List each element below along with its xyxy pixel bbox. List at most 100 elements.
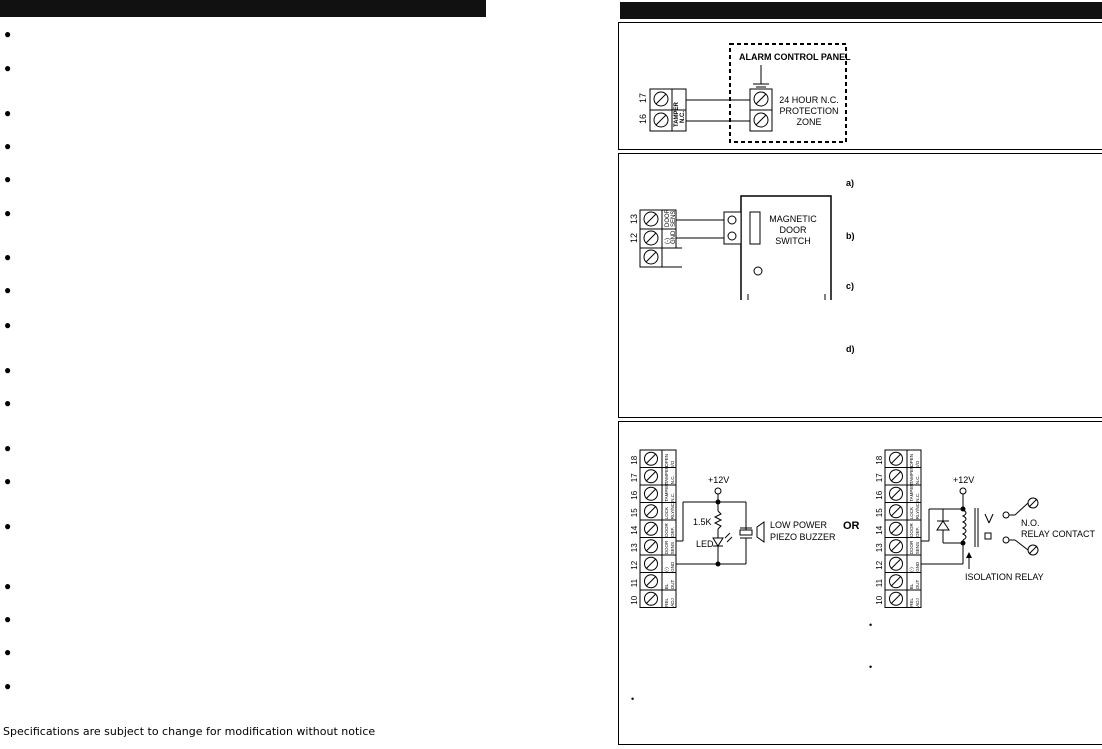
tamper-label: TAMPER bbox=[674, 101, 680, 127]
step-d: d) bbox=[846, 344, 855, 354]
bullet: ● bbox=[4, 206, 12, 220]
term-label: N.C. bbox=[670, 493, 675, 502]
relay-contact-line-2: RELAY CONTACT bbox=[1021, 529, 1096, 539]
door-sensor-diagram: 13 12 DOOR SENS (-) GND MAGNETIC DOOR SW… bbox=[618, 153, 1102, 418]
term-num: 16 bbox=[630, 490, 639, 499]
step-b: b) bbox=[846, 231, 855, 241]
minus-label: (-) bbox=[665, 238, 671, 244]
term-num: 10 bbox=[875, 595, 884, 604]
term-num: 17 bbox=[875, 473, 884, 482]
term-label: (-) bbox=[909, 567, 914, 572]
bullet: ● bbox=[4, 645, 12, 659]
term-label: TAMPER bbox=[909, 465, 914, 484]
bullet: ● bbox=[4, 318, 12, 332]
zone-line-1: 24 HOUR N.C. bbox=[779, 95, 839, 105]
led-label: LED bbox=[696, 539, 714, 549]
term-label: (-) bbox=[664, 567, 669, 572]
term-num: 15 bbox=[875, 508, 884, 517]
right-header-bar bbox=[620, 2, 1102, 19]
bullet: ● bbox=[4, 27, 12, 41]
bullet: ● bbox=[4, 283, 12, 297]
term-label: REL bbox=[664, 597, 669, 606]
v12-label: +12V bbox=[708, 475, 729, 485]
zone-line-3: ZONE bbox=[796, 117, 821, 127]
bullet: ● bbox=[4, 519, 12, 533]
term-num: 12 bbox=[630, 560, 639, 569]
bullet-small: • bbox=[631, 694, 635, 704]
switch-line-1: MAGNETIC bbox=[769, 214, 817, 224]
term-num: 18 bbox=[630, 455, 639, 464]
term-num: 13 bbox=[630, 543, 639, 552]
term-num: 18 bbox=[875, 455, 884, 464]
alarm-panel-box bbox=[729, 43, 847, 143]
term-label: TAMPER bbox=[664, 483, 669, 502]
term-label: ADJ bbox=[915, 598, 920, 607]
term-num: 11 bbox=[875, 578, 884, 587]
relay-contact-line-1: N.O. bbox=[1021, 518, 1040, 528]
zone-line-2: PROTECTION bbox=[779, 106, 838, 116]
term-num: 10 bbox=[630, 595, 639, 604]
door-frame bbox=[740, 195, 832, 300]
door-sensor-svg: 13 12 DOOR SENS (-) GND MAGNETIC DOOR SW… bbox=[629, 195, 832, 300]
bullet: ● bbox=[4, 250, 12, 264]
gnd-label: GND bbox=[671, 230, 677, 244]
bullet: ● bbox=[4, 396, 12, 410]
door-knob-icon bbox=[753, 266, 763, 276]
term-label: GND bbox=[915, 561, 920, 572]
isolation-relay-label: ISOLATION RELAY bbox=[965, 572, 1044, 582]
term-label: DEF. bbox=[670, 527, 675, 537]
panel-title: ALARM CONTROL PANEL bbox=[739, 52, 851, 62]
term-label: N.C. bbox=[915, 475, 920, 484]
bullet: ● bbox=[4, 139, 12, 153]
step-a: a) bbox=[846, 178, 855, 188]
term-num: 12 bbox=[875, 560, 884, 569]
term-num: 13 bbox=[875, 543, 884, 552]
term-num: 14 bbox=[875, 525, 884, 534]
term-num: 14 bbox=[630, 525, 639, 534]
bullet: ● bbox=[4, 106, 12, 120]
term-label: GND bbox=[670, 561, 675, 572]
term-label: OUT bbox=[915, 580, 920, 590]
term-label: RLY/NC bbox=[670, 502, 675, 519]
term-label: OPEN bbox=[664, 454, 669, 467]
term-num: 17 bbox=[630, 473, 639, 482]
term-label: BL bbox=[664, 583, 669, 589]
or-label: OR bbox=[843, 520, 860, 532]
tamper-wiring-svg: 17 16 TAMPER N.C. ALARM CONTROL PANEL 24… bbox=[638, 43, 851, 143]
term-num-12: 12 bbox=[629, 233, 639, 243]
term-label: DOOR bbox=[909, 522, 914, 536]
bullet: ● bbox=[4, 612, 12, 626]
switch-line-3: SWITCH bbox=[775, 236, 811, 246]
term-label: SENS bbox=[670, 542, 675, 554]
bullet: ● bbox=[4, 363, 12, 377]
term-label: BL bbox=[909, 583, 914, 589]
bullet: ● bbox=[4, 474, 12, 488]
bullet: ● bbox=[4, 61, 12, 75]
nc-label: N.C. bbox=[680, 111, 686, 123]
buzzer-line-2: PIEZO BUZZER bbox=[770, 532, 836, 542]
term-label: REL bbox=[909, 597, 914, 606]
footer-note: Specifications are subject to change for… bbox=[3, 725, 376, 738]
term-label: LOCK bbox=[664, 507, 669, 519]
term-label: I/O bbox=[670, 460, 675, 467]
term-label: TAMPER bbox=[909, 483, 914, 502]
bullet: ● bbox=[4, 679, 12, 693]
term-num: 11 bbox=[630, 578, 639, 587]
bullet-small: • bbox=[869, 662, 873, 672]
bullet-small: • bbox=[869, 620, 873, 630]
term-label: DOOR bbox=[664, 540, 669, 554]
term-label: LOCK bbox=[909, 507, 914, 519]
term-label: DOOR bbox=[909, 540, 914, 554]
tamper-wiring-diagram: 17 16 TAMPER N.C. ALARM CONTROL PANEL 24… bbox=[618, 22, 1102, 150]
term-num-13: 13 bbox=[629, 214, 639, 224]
resistor-label: 1.5K bbox=[693, 517, 712, 527]
term-label: I/O bbox=[915, 460, 920, 467]
term-label: N.C. bbox=[915, 493, 920, 502]
term-num-17: 17 bbox=[638, 93, 648, 103]
term-num: 16 bbox=[875, 490, 884, 499]
term-label: OUT bbox=[670, 580, 675, 590]
